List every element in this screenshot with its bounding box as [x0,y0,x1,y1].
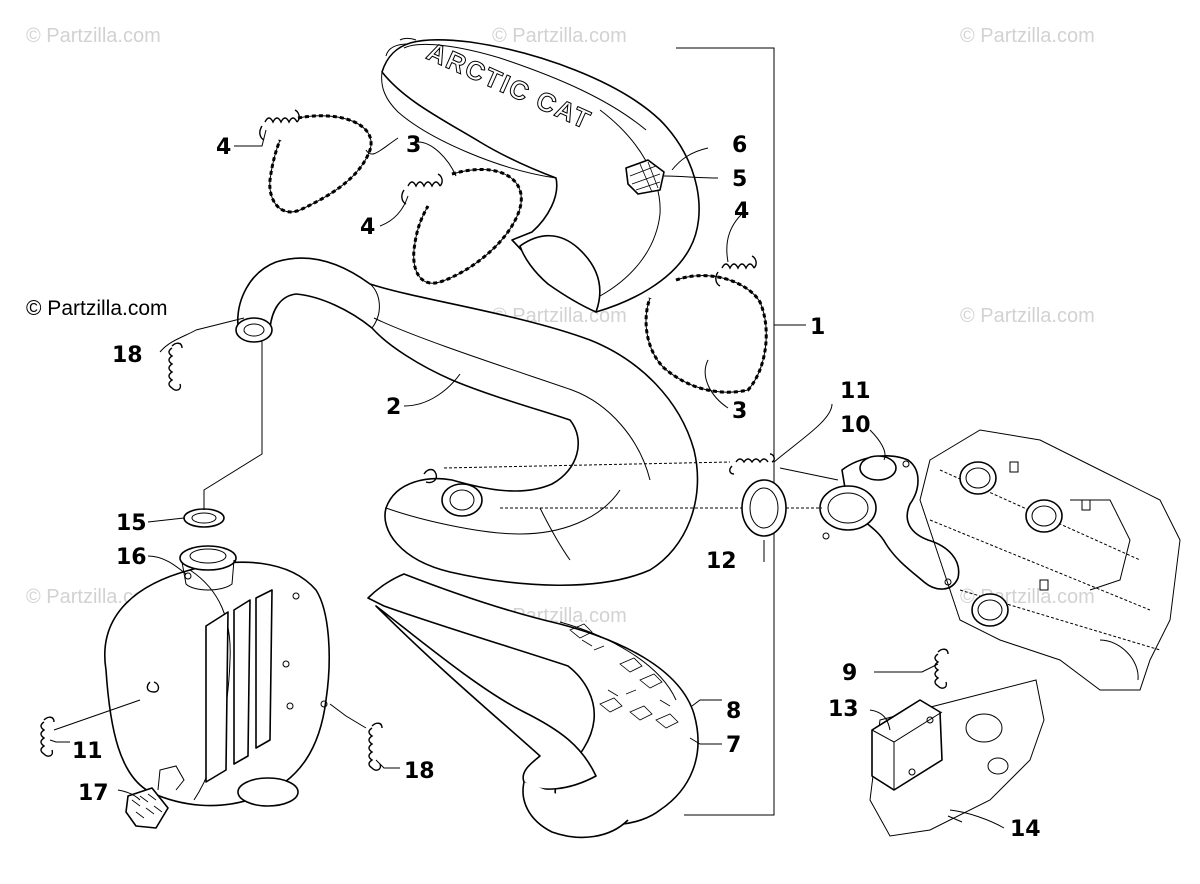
callout-4: 4 [734,199,749,224]
top-heat-shield: ARCTIC CAT [381,36,700,313]
spring-4-upper-left [259,109,300,141]
callout-9: 9 [842,661,857,686]
callout-4: 4 [216,135,231,160]
spring-9 [934,648,949,689]
leader-lines [49,129,1005,829]
callout-3: 3 [732,399,747,424]
callout-labels: 1 2 3 3 4 4 4 5 6 7 8 9 10 11 11 12 13 1… [72,133,1041,842]
decal-17 [125,765,185,829]
spring-18-upper [168,342,183,391]
watermark-dark: © Partzilla.com [26,297,168,320]
grommet-15 [183,508,225,528]
callout-3: 3 [406,133,421,158]
spring-4-center [401,173,443,205]
callout-7: 7 [726,733,741,758]
callout-13: 13 [828,697,859,722]
callout-10: 10 [840,413,871,438]
callout-12: 12 [706,549,737,574]
muffler-silencer [104,545,330,807]
watermark: © Partzilla.com [492,25,627,47]
callout-6: 6 [732,133,747,158]
callout-5: 5 [732,167,747,192]
callout-17: 17 [78,781,109,806]
assembly-bracket [676,47,806,816]
callout-16: 16 [116,545,147,570]
callout-18: 18 [404,759,435,784]
callout-8: 8 [726,699,741,724]
callout-2: 2 [386,395,401,420]
engine-cylinder-head [919,429,1181,691]
callout-11: 11 [72,739,103,764]
callout-4: 4 [360,215,375,240]
callout-11: 11 [840,379,871,404]
mounting-bracket-13 [869,679,1045,837]
clamp-chain-right [644,274,768,394]
exhaust-gasket-ring [741,479,787,537]
watermark: © Partzilla.com [26,25,161,47]
expansion-chamber-pipe [235,257,699,587]
exhaust-manifold [819,455,960,590]
spring-4-right [715,255,757,287]
watermark: © Partzilla.com [960,25,1095,47]
watermark: © Partzilla.com [960,305,1095,327]
spring-18-lower [368,722,383,771]
spring-11-lower [40,716,55,757]
lower-heat-shield [367,573,699,839]
clamp-chain-center [412,168,523,285]
callout-14: 14 [1010,817,1041,842]
spring-11-upper [729,453,775,475]
callout-18: 18 [112,343,143,368]
clamp-chain-upper-left [268,114,373,214]
callout-15: 15 [116,511,147,536]
callout-1: 1 [810,315,825,340]
